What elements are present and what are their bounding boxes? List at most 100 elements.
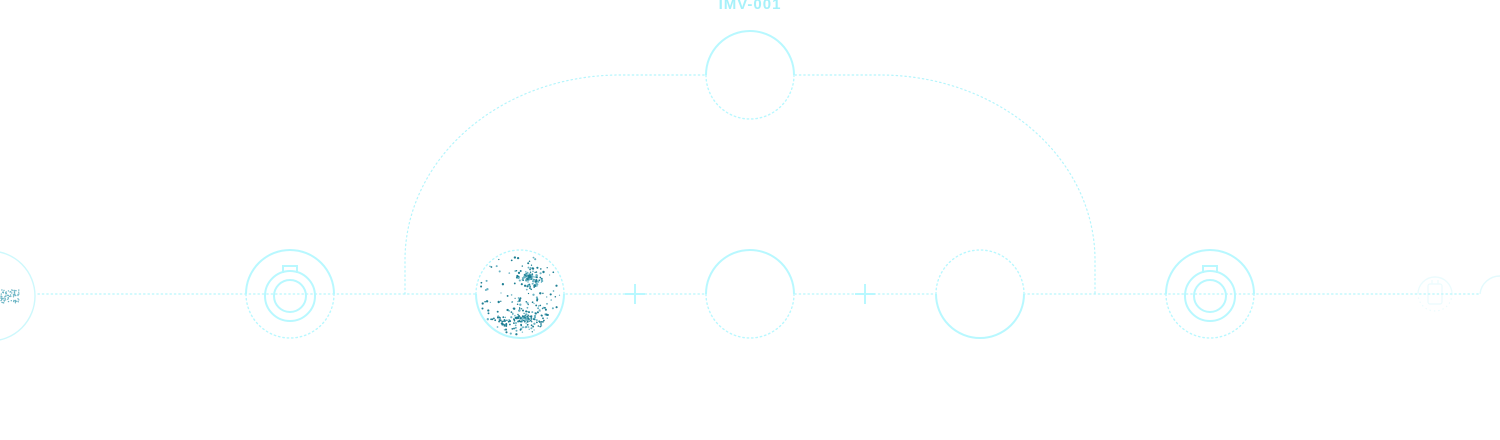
particle-dot [520, 283, 523, 286]
particle-dot [525, 310, 528, 313]
top-node[interactable] [705, 30, 795, 120]
particle-dot [526, 315, 529, 318]
particle-dot [546, 302, 548, 305]
particle-dot [533, 318, 536, 321]
key-node-left[interactable] [245, 249, 335, 339]
particle-dot [517, 315, 521, 318]
particle-dot [531, 331, 533, 333]
particle-dot [517, 297, 520, 299]
key-node-right[interactable] [1165, 249, 1255, 339]
particle-dot [537, 307, 540, 310]
particle-dot [515, 333, 518, 336]
particle-dot [518, 309, 521, 312]
particle-dot [530, 274, 532, 276]
particle-dot [555, 306, 558, 309]
particle-dot [520, 308, 523, 310]
particle-dot [536, 299, 539, 302]
particle-dot [533, 286, 536, 288]
particle-dot [13, 299, 15, 302]
particle-dot [17, 293, 19, 296]
particle-dot [13, 291, 16, 294]
particle-dot [506, 294, 509, 297]
particle-dot [487, 309, 490, 312]
particle-dot [0, 296, 2, 298]
particle-dot [534, 312, 537, 315]
particle-dot [8, 295, 11, 298]
edge-node-left[interactable] [0, 251, 36, 341]
particle-dot [514, 314, 516, 317]
particle-dot [15, 294, 17, 297]
particle-dot [1, 301, 3, 304]
lock-ring-icon [264, 265, 316, 322]
particle-dot [528, 283, 531, 286]
particle-dot [12, 289, 14, 292]
particle-dot [538, 279, 541, 282]
particle-dot [504, 316, 507, 319]
particle-dot [13, 300, 15, 303]
particle-dot [525, 300, 528, 303]
particle-swirl-icon [480, 256, 561, 336]
particle-dot [517, 317, 519, 319]
particle-dot [508, 310, 510, 312]
particle-dot [531, 321, 533, 323]
particle-dot [546, 317, 549, 319]
particle-dot [542, 292, 544, 295]
particle-node[interactable] [475, 249, 565, 339]
particle-dot [543, 319, 545, 322]
empty-node-right[interactable] [935, 249, 1025, 339]
particle-dot [514, 324, 517, 327]
particle-dot [507, 320, 510, 323]
particle-swirl-icon [0, 289, 20, 304]
particle-dot [540, 314, 543, 317]
particle-dot [5, 293, 7, 295]
particle-dot [518, 307, 521, 309]
particle-dot [541, 277, 543, 280]
particle-dot [497, 315, 499, 317]
particle-dot [18, 299, 20, 301]
particle-dot [498, 316, 501, 319]
particle-dot [525, 271, 527, 273]
edge-node-far-right[interactable] [1479, 275, 1500, 295]
particle-dot [502, 316, 505, 319]
particle-dot [525, 318, 528, 321]
particle-dot [515, 322, 517, 324]
particle-dot [505, 325, 508, 327]
particle-dot [537, 325, 540, 327]
empty-node-center[interactable] [705, 249, 795, 339]
particle-dot [0, 299, 2, 302]
particle-dot [536, 266, 539, 269]
particle-dot [491, 318, 494, 321]
particle-dot [17, 298, 19, 300]
particle-dot [516, 256, 520, 260]
particle-dot [533, 285, 535, 287]
particle-dot [531, 311, 534, 314]
particle-dot [525, 325, 528, 329]
particle-dot [536, 321, 538, 324]
particle-dot [521, 318, 524, 321]
particle-dot [532, 280, 535, 283]
particle-dot [527, 274, 530, 277]
node-label: IMV-001 [718, 0, 782, 13]
particle-dot [531, 301, 534, 304]
particle-dot [7, 300, 10, 303]
particle-dot [14, 299, 17, 302]
particle-dot [542, 306, 545, 309]
particle-dot [534, 280, 537, 283]
particle-dot [516, 303, 519, 305]
particle-dot [12, 296, 15, 298]
particle-dot [530, 315, 533, 318]
particle-dot [531, 275, 534, 278]
edge-node-right[interactable] [1417, 276, 1453, 312]
particle-dot [513, 327, 515, 330]
particle-dot [509, 323, 511, 326]
particle-dot [7, 294, 10, 297]
particle-dot [7, 298, 9, 301]
particle-dot [540, 321, 543, 323]
particle-dot [516, 275, 518, 278]
particle-dot [532, 325, 535, 328]
particle-dot [0, 297, 2, 300]
particle-dot [4, 297, 6, 300]
particle-dot [521, 331, 524, 333]
particle-dot [505, 322, 508, 325]
particle-dot [533, 329, 535, 331]
